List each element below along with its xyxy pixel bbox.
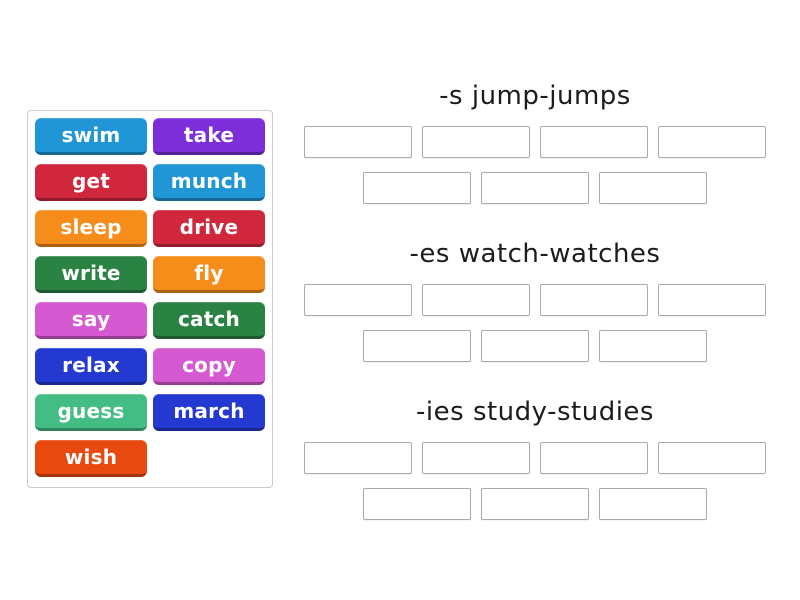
drop-slot-3-2-1[interactable] bbox=[363, 488, 471, 520]
group-slot-rows bbox=[304, 442, 766, 520]
group-title: -ies study-studies bbox=[416, 397, 654, 427]
group-title: -es watch-watches bbox=[409, 239, 661, 269]
group-slot-rows bbox=[304, 284, 766, 362]
word-tile-march[interactable]: march bbox=[153, 394, 265, 431]
drop-slot-2-1-2[interactable] bbox=[422, 284, 530, 316]
word-tile-relax[interactable]: relax bbox=[35, 348, 147, 385]
drop-slot-1-1-3[interactable] bbox=[540, 126, 648, 158]
slot-row bbox=[363, 172, 707, 204]
group-title: -s jump-jumps bbox=[439, 81, 631, 111]
slot-row bbox=[304, 126, 766, 158]
drop-slot-1-1-2[interactable] bbox=[422, 126, 530, 158]
word-tile-write[interactable]: write bbox=[35, 256, 147, 293]
drop-slot-2-1-1[interactable] bbox=[304, 284, 412, 316]
drop-slot-1-1-1[interactable] bbox=[304, 126, 412, 158]
word-tile-copy[interactable]: copy bbox=[153, 348, 265, 385]
drop-slot-3-1-4[interactable] bbox=[658, 442, 766, 474]
word-tile-take[interactable]: take bbox=[153, 118, 265, 155]
word-tile-say[interactable]: say bbox=[35, 302, 147, 339]
word-tile-catch[interactable]: catch bbox=[153, 302, 265, 339]
slot-row bbox=[363, 488, 707, 520]
drop-slot-3-2-2[interactable] bbox=[481, 488, 589, 520]
drop-slot-2-2-3[interactable] bbox=[599, 330, 707, 362]
drop-slot-2-2-1[interactable] bbox=[363, 330, 471, 362]
word-tile-wish[interactable]: wish bbox=[35, 440, 147, 477]
word-tile-munch[interactable]: munch bbox=[153, 164, 265, 201]
word-tile-fly[interactable]: fly bbox=[153, 256, 265, 293]
drop-slot-1-2-3[interactable] bbox=[599, 172, 707, 204]
drop-slot-1-2-2[interactable] bbox=[481, 172, 589, 204]
slot-row bbox=[304, 442, 766, 474]
drop-slot-3-2-3[interactable] bbox=[599, 488, 707, 520]
drop-slot-2-1-4[interactable] bbox=[658, 284, 766, 316]
word-tile-guess[interactable]: guess bbox=[35, 394, 147, 431]
drop-slot-2-2-2[interactable] bbox=[481, 330, 589, 362]
drop-slot-2-1-3[interactable] bbox=[540, 284, 648, 316]
group-2: -es watch-watches bbox=[290, 238, 780, 362]
drop-slot-1-2-1[interactable] bbox=[363, 172, 471, 204]
drop-slot-3-1-2[interactable] bbox=[422, 442, 530, 474]
group-1: -s jump-jumps bbox=[290, 80, 780, 204]
drop-slot-1-1-4[interactable] bbox=[658, 126, 766, 158]
group-3: -ies study-studies bbox=[290, 396, 780, 520]
slot-row bbox=[363, 330, 707, 362]
groups-container: -s jump-jumps -es watch-watches -ies study… bbox=[290, 80, 780, 520]
word-tile-drive[interactable]: drive bbox=[153, 210, 265, 247]
drop-slot-3-1-1[interactable] bbox=[304, 442, 412, 474]
drop-slot-3-1-3[interactable] bbox=[540, 442, 648, 474]
group-slot-rows bbox=[304, 126, 766, 204]
word-tile-sleep[interactable]: sleep bbox=[35, 210, 147, 247]
word-tile-get[interactable]: get bbox=[35, 164, 147, 201]
slot-row bbox=[304, 284, 766, 316]
word-tile-swim[interactable]: swim bbox=[35, 118, 147, 155]
